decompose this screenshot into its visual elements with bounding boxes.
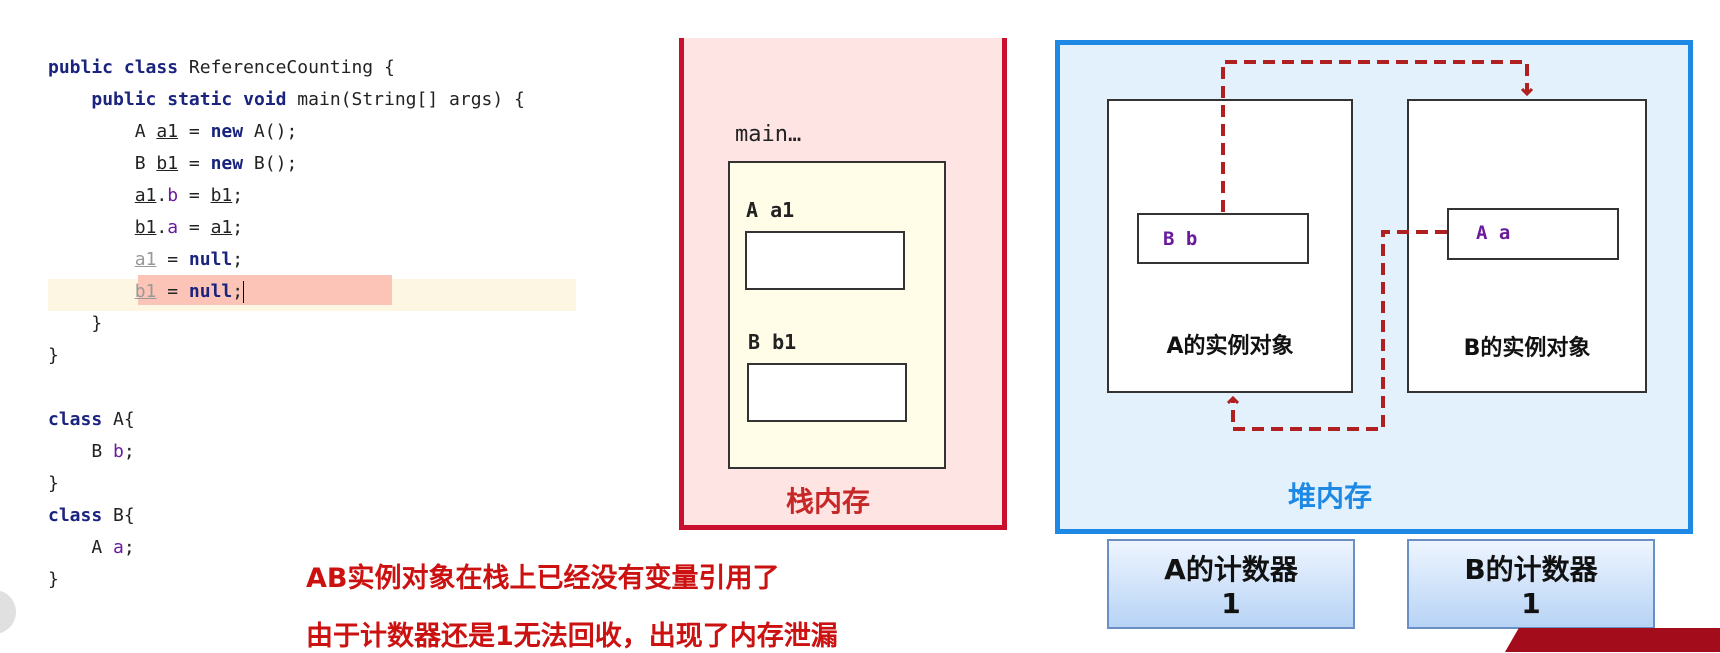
- code-token: b1: [134, 281, 157, 302]
- code-line: b1.a = a1;: [48, 212, 243, 244]
- code-line: public class ReferenceCounting {: [48, 52, 395, 84]
- stack-slot-a1: [745, 231, 905, 290]
- code-line: b1 = null;: [48, 276, 245, 308]
- code-token: =: [156, 281, 189, 302]
- code-token: ;: [123, 441, 135, 462]
- code-line: a1 = null;: [48, 244, 243, 276]
- code-token: class: [123, 57, 179, 78]
- code-token: class: [48, 409, 103, 430]
- code-token: ReferenceCounting {: [178, 57, 395, 78]
- code-token: ;: [232, 217, 244, 238]
- code-line: class A{: [48, 404, 135, 436]
- counter-a-title: A的计数器: [1164, 553, 1298, 586]
- object-a-field-label: B b: [1163, 228, 1198, 250]
- code-token: A: [48, 121, 157, 142]
- code-token: A: [48, 537, 114, 558]
- code-token: a1: [210, 217, 233, 238]
- stack-memory-title: 栈内存: [785, 485, 870, 518]
- code-token: ;: [232, 185, 244, 206]
- counter-a: A的计数器 1: [1107, 539, 1355, 629]
- object-b-field-box: [1447, 208, 1619, 260]
- code-token: new: [210, 153, 244, 174]
- stack-var-b1-label: B b1: [748, 330, 797, 354]
- code-token: =: [178, 217, 211, 238]
- object-b-label: B的实例对象: [1463, 336, 1591, 361]
- object-a-field-box: [1137, 213, 1309, 264]
- code-token: }: [48, 569, 59, 590]
- stack-slot-b1: [747, 363, 907, 422]
- code-line: A a;: [48, 532, 135, 564]
- corner-button[interactable]: [0, 590, 16, 634]
- code-token: B: [48, 441, 114, 462]
- code-line: }: [48, 308, 102, 340]
- counter-a-value: 1: [1221, 587, 1241, 620]
- code-token: }: [48, 313, 103, 334]
- code-token: B: [48, 153, 157, 174]
- code-line: }: [48, 468, 59, 500]
- object-b-field-label: A a: [1476, 222, 1511, 244]
- code-token: A();: [243, 121, 298, 142]
- code-token: a: [113, 537, 124, 558]
- code-line: B b;: [48, 436, 135, 468]
- code-line: B b1 = new B();: [48, 148, 298, 180]
- code-line: public static void main(String[] args) {: [48, 84, 525, 116]
- main-frame-label: main…: [735, 122, 802, 147]
- code-token: ;: [123, 537, 135, 558]
- counter-b: B的计数器 1: [1407, 539, 1655, 629]
- code-line: }: [48, 340, 59, 372]
- code-token: }: [48, 473, 59, 494]
- code-token: .: [156, 217, 168, 238]
- code-token: null: [188, 281, 233, 302]
- counter-b-title: B的计数器: [1464, 553, 1598, 586]
- code-token: b1: [134, 217, 157, 238]
- code-token: b1: [210, 185, 233, 206]
- code-token: a1: [134, 249, 157, 270]
- arrow-b-to-a: [1233, 230, 1447, 431]
- counter-b-value: 1: [1521, 587, 1541, 620]
- code-token: public: [91, 89, 157, 110]
- code-token: b: [113, 441, 124, 462]
- arrow-a-to-b: [1221, 60, 1527, 212]
- code-token: main(String[] args) {: [286, 89, 525, 110]
- note-line-2: 由于计数器还是1无法回收，出现了内存泄漏: [306, 621, 838, 652]
- code-token: =: [178, 121, 211, 142]
- stack-var-a1-label: A a1: [746, 198, 795, 222]
- code-token: b1: [156, 153, 179, 174]
- code-token: =: [178, 153, 211, 174]
- heap-memory-title: 堆内存: [1287, 480, 1372, 513]
- code-line: }: [48, 564, 59, 596]
- code-line: A a1 = new A();: [48, 116, 298, 148]
- code-token: B{: [102, 505, 135, 526]
- code-token: .: [156, 185, 168, 206]
- code-token: A{: [102, 409, 135, 430]
- code-token: public: [48, 57, 114, 78]
- code-token: b: [167, 185, 179, 206]
- code-token: a1: [156, 121, 179, 142]
- code-token: new: [210, 121, 244, 142]
- code-token: }: [48, 345, 59, 366]
- code-token: class: [48, 505, 103, 526]
- selection-highlight: [138, 275, 392, 305]
- code-token: ;: [232, 281, 244, 302]
- object-a-label: A的实例对象: [1166, 334, 1294, 359]
- code-token: static: [167, 89, 233, 110]
- code-line: a1.b = b1;: [48, 180, 243, 212]
- code-token: =: [178, 185, 211, 206]
- code-token: B();: [243, 153, 298, 174]
- code-token: void: [243, 89, 287, 110]
- code-token: =: [156, 249, 189, 270]
- code-token: null: [188, 249, 233, 270]
- code-token: ;: [232, 249, 244, 270]
- text-caret: [243, 281, 245, 303]
- note-line-1: AB实例对象在栈上已经没有变量引用了: [306, 563, 780, 594]
- corner-banner: [1505, 628, 1720, 652]
- code-line: class B{: [48, 500, 135, 532]
- code-token: a: [167, 217, 179, 238]
- code-token: a1: [134, 185, 157, 206]
